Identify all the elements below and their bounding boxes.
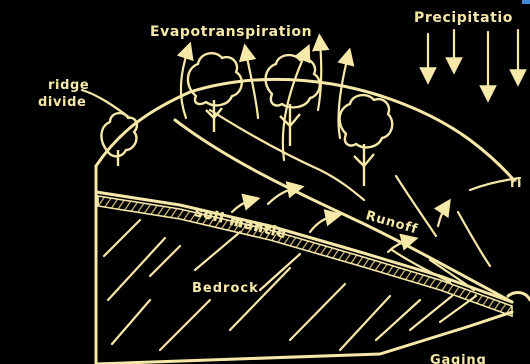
tributary-3 — [458, 212, 490, 266]
precipitation-label: Precipitatio — [414, 10, 513, 26]
evapotranspiration-label: Evapotranspiration — [150, 24, 312, 40]
evapotranspiration-arrow-4 — [318, 42, 321, 110]
evapotranspiration-arrow-1 — [181, 50, 188, 118]
bedrock-label: Bedrock — [192, 281, 259, 296]
tree-icon — [266, 55, 320, 146]
tree-icon — [188, 53, 242, 132]
subsurface-flow-arrow — [310, 216, 334, 232]
ridge-divide-label-line1: ridge — [48, 78, 89, 93]
tree-icon — [340, 95, 393, 186]
gaging-label: Gaging — [430, 353, 487, 364]
subsurface-flow-arrow — [438, 206, 446, 226]
ridge-divide-label-line2: divide — [38, 95, 86, 110]
evapotranspiration-arrow-2 — [246, 52, 258, 118]
outlet-structure — [508, 293, 530, 300]
ridge-right-label: ri — [510, 176, 522, 191]
runoff-label: Runoff — [364, 208, 420, 237]
subsurface-flow-arrow — [232, 200, 252, 212]
